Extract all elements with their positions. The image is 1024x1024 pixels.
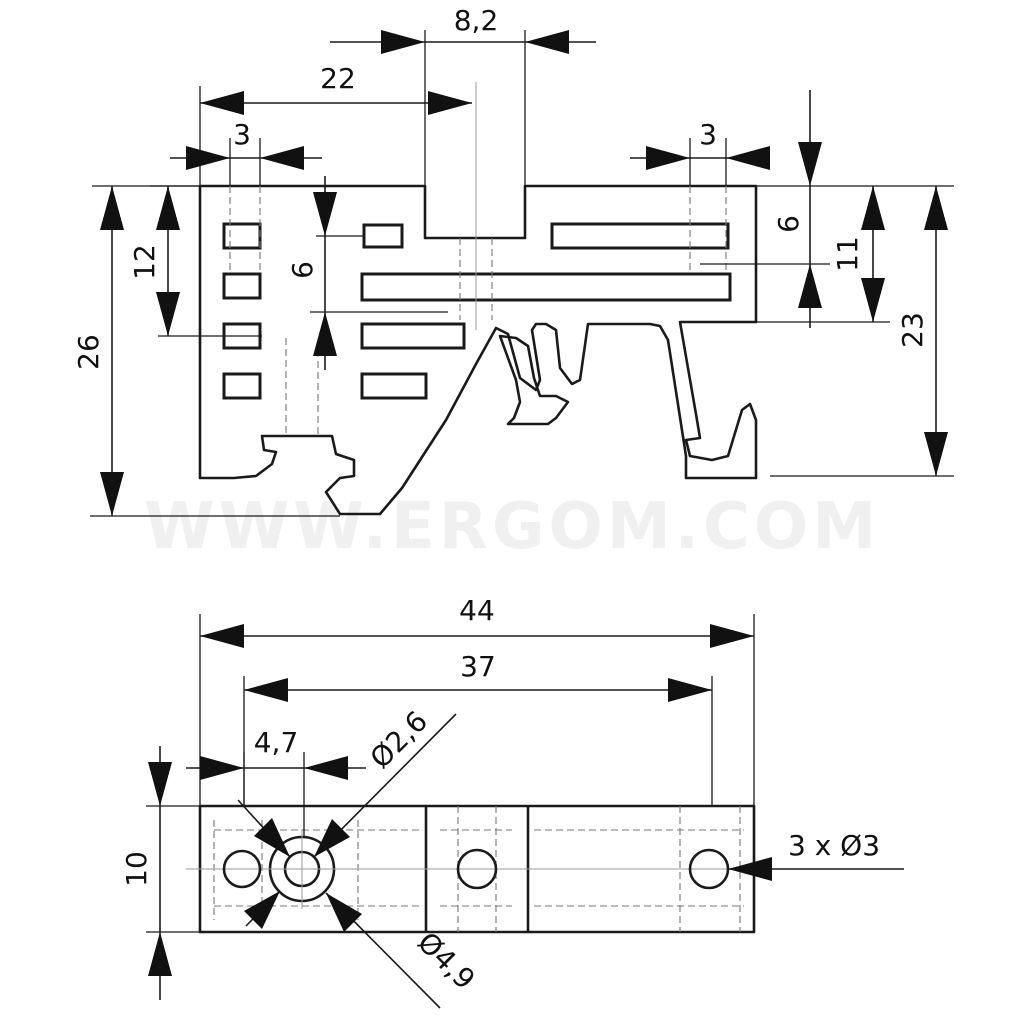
dimension-label-dia-4-9: Ø4,9 — [411, 926, 481, 996]
slot — [222, 222, 262, 250]
long-slot — [360, 272, 732, 302]
dimension-label-26: 26 — [72, 334, 105, 370]
slot — [362, 223, 404, 249]
top-view: 44 37 4,7 Ø2,6 10 3 x Ø3 — [120, 594, 904, 1009]
slot — [222, 372, 262, 400]
dimension-label-44: 44 — [459, 594, 495, 627]
dimension-label-3-right: 3 — [699, 118, 717, 151]
latch-spring-inner — [498, 334, 570, 426]
dimension-label-4-7: 4,7 — [254, 726, 299, 759]
mounting-hole — [456, 848, 498, 890]
dimension-label-3-left: 3 — [233, 118, 251, 151]
dimension-label-6-right: 6 — [772, 215, 805, 233]
slot — [360, 322, 466, 350]
mounting-hole — [222, 849, 262, 889]
dimension-label-11: 11 — [831, 236, 864, 272]
long-slot — [550, 222, 730, 250]
dimension-label-3x-dia-3: 3 x Ø3 — [788, 829, 880, 862]
watermark-text: WWW.ERGOM.COM — [144, 490, 880, 564]
dimension-label-23: 23 — [896, 312, 929, 348]
dimension-label-12: 12 — [128, 244, 161, 280]
side-view-outline — [198, 184, 758, 516]
slot — [360, 372, 428, 400]
slot — [222, 272, 262, 300]
dimension-label-37: 37 — [460, 650, 496, 683]
dimension-label-10: 10 — [120, 851, 153, 887]
dimension-label-dia-2-6: Ø2,6 — [364, 705, 434, 775]
dimension-label-22: 22 — [320, 62, 356, 95]
dimension-label-8-2: 8,2 — [454, 4, 499, 37]
dimension-label-6-left: 6 — [286, 261, 319, 279]
side-view: 8,2 22 3 3 6 11 — [72, 4, 954, 517]
